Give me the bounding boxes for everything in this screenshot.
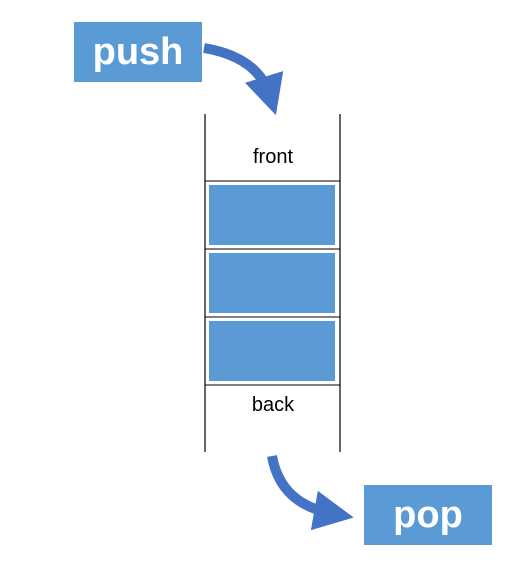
front-label: front bbox=[252, 146, 294, 168]
pop-label-box: pop bbox=[364, 485, 492, 545]
push-arrow bbox=[203, 43, 284, 116]
pop-arrow bbox=[267, 454, 354, 531]
push-label-box: push bbox=[74, 22, 202, 82]
stack-slot-1 bbox=[207, 183, 337, 247]
push-label: push bbox=[92, 31, 184, 73]
stack-slot-3 bbox=[207, 319, 337, 383]
pop-label: pop bbox=[393, 494, 463, 536]
stack-slot-2 bbox=[207, 251, 337, 315]
back-label: back bbox=[251, 394, 295, 416]
